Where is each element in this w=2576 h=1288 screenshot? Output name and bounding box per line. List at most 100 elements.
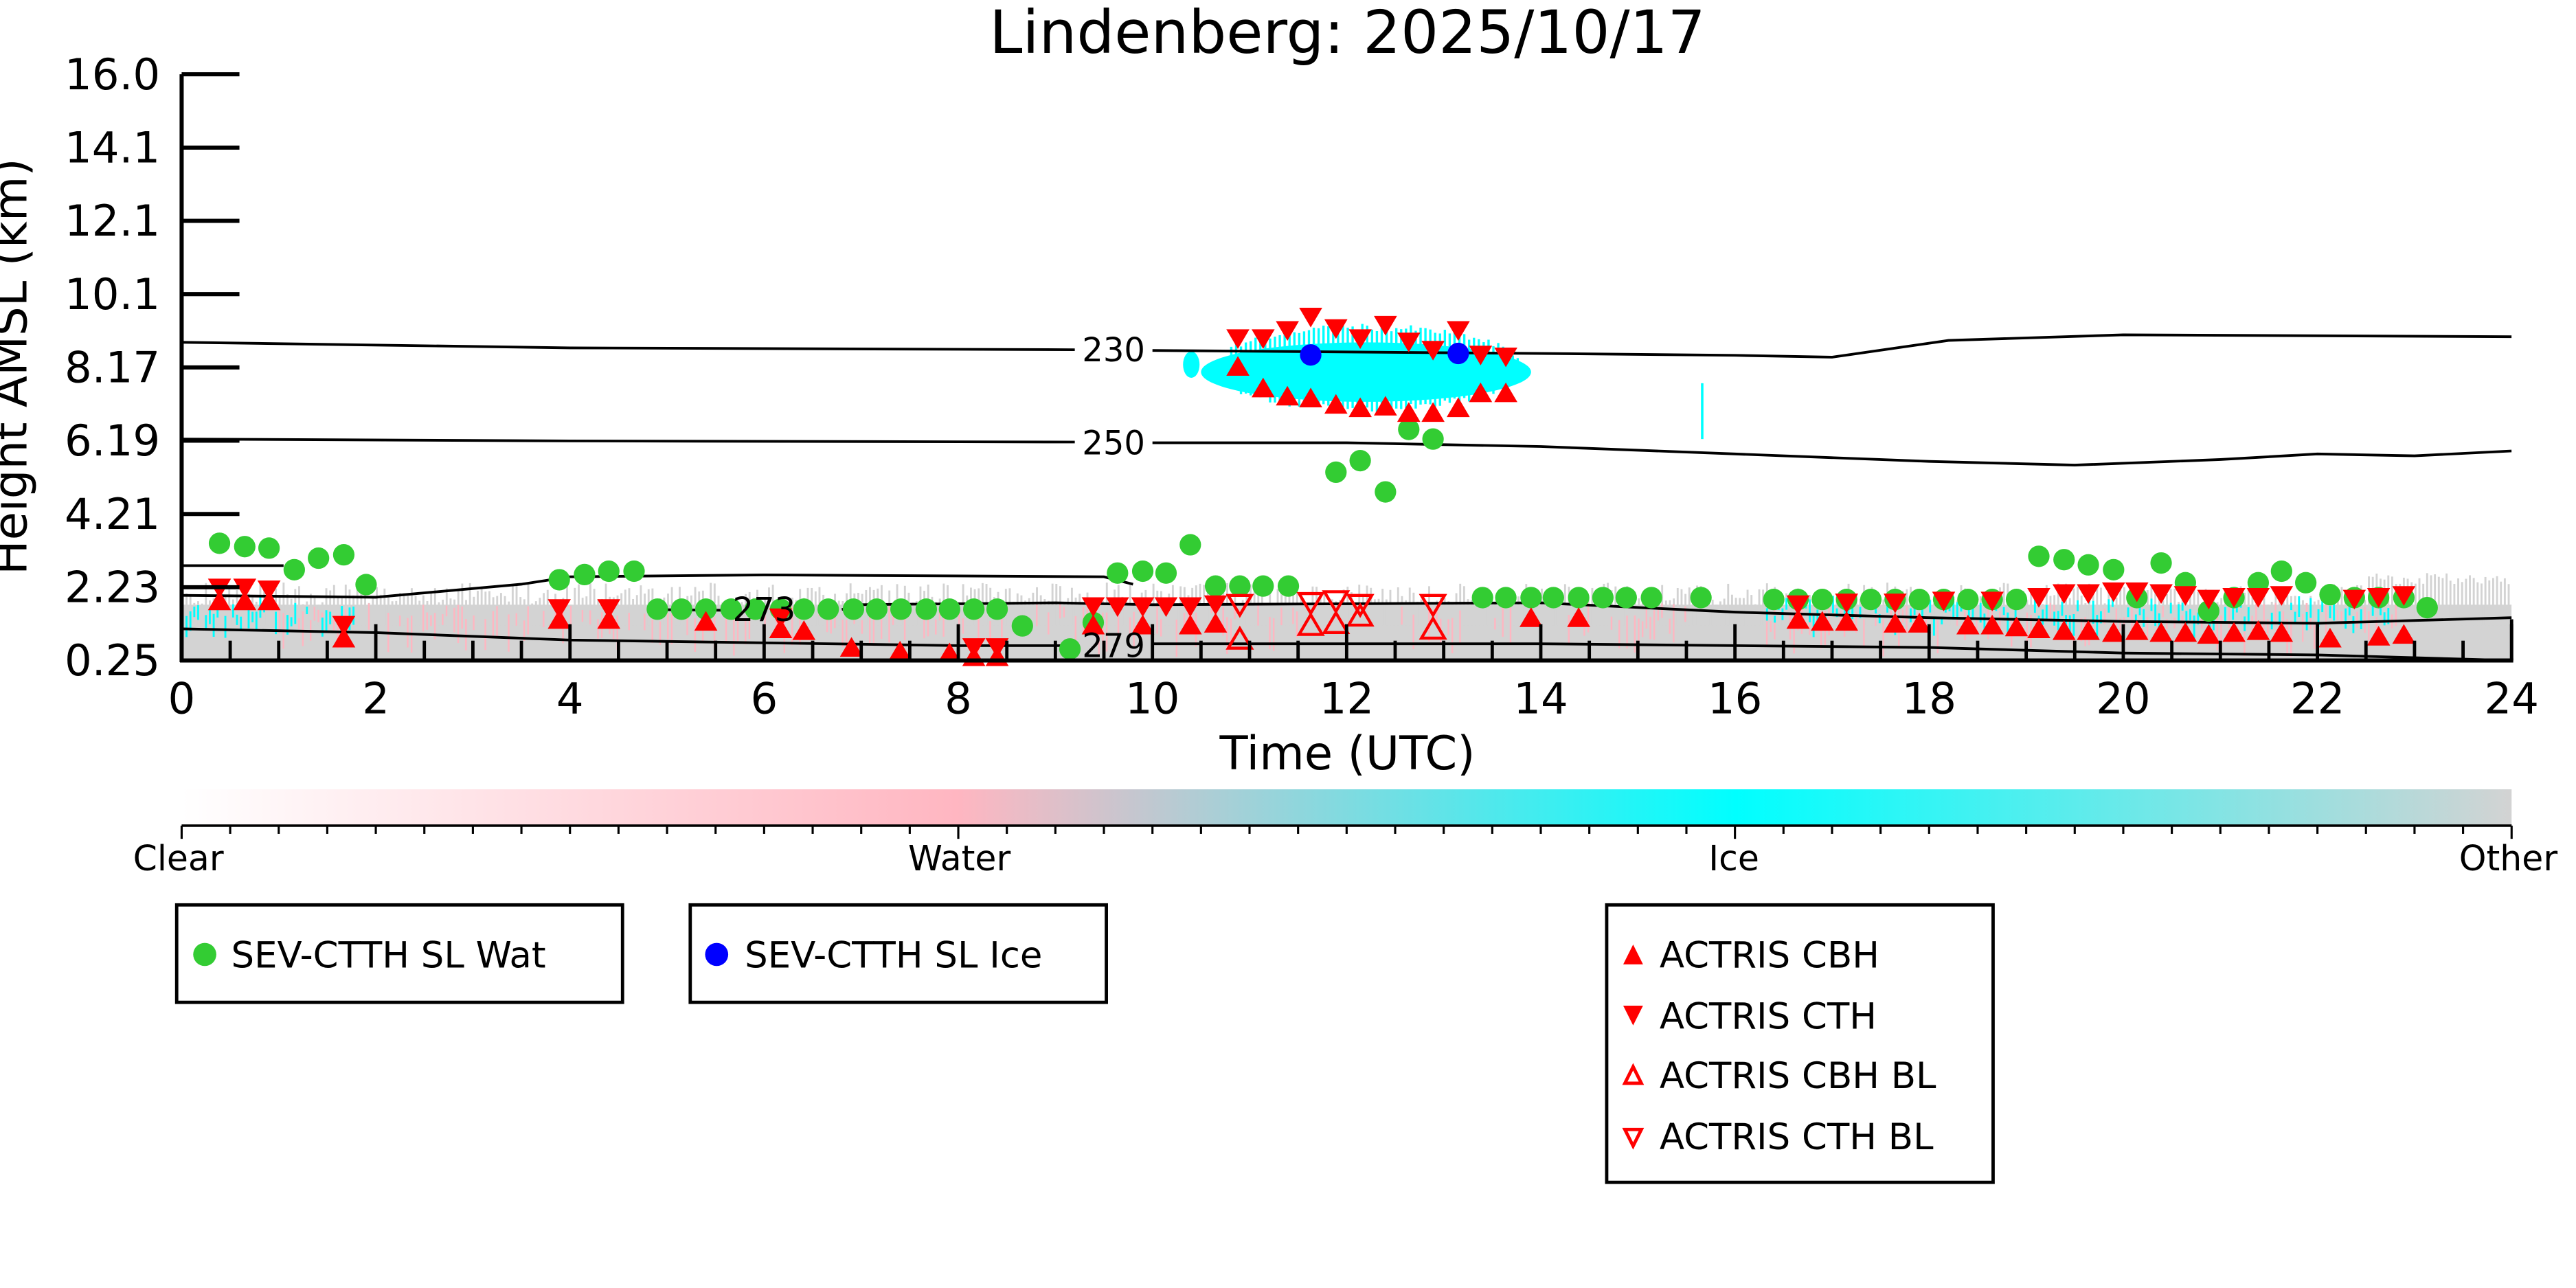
curtain-column-other	[2481, 583, 2483, 626]
curtain-column-ice	[2309, 598, 2312, 618]
x-tick-label: 12	[1320, 673, 1375, 723]
curtain-column-ice	[329, 611, 332, 624]
curtain-column-ice	[2279, 611, 2281, 626]
curtain-column-other	[379, 594, 382, 626]
marker-actris-cbh	[1374, 396, 1397, 416]
curtain-column-other	[635, 595, 638, 626]
curtain-column-ice	[2345, 608, 2347, 629]
marker-actris-cbh	[1397, 402, 1421, 422]
curtain-column-water	[2146, 616, 2149, 640]
marker-actris-cbh	[2270, 622, 2294, 642]
curtain-column-other	[1342, 589, 1345, 626]
curtain-column-other	[480, 589, 483, 626]
curtain-column-water	[670, 613, 673, 644]
marker-actris-cth	[2125, 582, 2149, 602]
curtain-column-ice	[1244, 342, 1247, 394]
curtain-column-other	[1109, 602, 1112, 626]
curtain-column-ice	[1400, 329, 1403, 409]
marker-sev-ctth-sl-wat	[1204, 575, 1227, 597]
colorbar-label-water: Water	[908, 838, 1010, 879]
curtain-column-ice	[2127, 607, 2129, 618]
curtain-column-other	[1455, 593, 1458, 626]
curtain-column-ice	[2197, 612, 2200, 624]
curtain-column-other	[2301, 600, 2304, 626]
marker-actris-cbh	[1835, 611, 1858, 631]
curtain-column-water	[1770, 621, 1772, 632]
legend-label: ACTRIS CBH	[1660, 935, 1879, 977]
curtain-column-other	[387, 596, 389, 626]
curtain-column-water	[628, 613, 630, 631]
curtain-column-other	[418, 600, 421, 626]
curtain-column-other	[1840, 593, 1842, 626]
curtain-column-water	[846, 620, 848, 648]
marker-actris-cbh	[2246, 620, 2270, 640]
curtain-column-ice	[1312, 328, 1315, 405]
marker-actris-cbh	[1348, 397, 1372, 418]
marker-sev-ctth-sl-wat	[208, 532, 231, 554]
marker-actris-cbh	[2149, 622, 2173, 642]
curtain-column-water	[302, 611, 304, 646]
curtain-column-ice	[1302, 331, 1306, 407]
marker-actris-cbh	[1469, 382, 1493, 403]
marker-actris-cbh	[792, 620, 816, 640]
curtain-column-other	[298, 586, 300, 626]
curtain-column-other	[1513, 605, 1516, 626]
curtain-column-other	[1704, 600, 1706, 626]
curtain-column-ice	[2077, 600, 2079, 611]
marker-actris-cth	[332, 615, 356, 636]
marker-actris-cbh	[938, 642, 962, 663]
curtain-column-ice	[1327, 326, 1330, 406]
marker-sev-ctth-sl-wat	[1422, 428, 1444, 450]
curtain-column-ice	[1511, 355, 1514, 384]
curtain-column-other	[2018, 594, 2021, 626]
curtain-column-other	[837, 600, 840, 626]
curtain-column-other	[1339, 600, 1341, 626]
marker-sev-ctth-sl-wat	[1908, 589, 1930, 611]
curtain-column-water	[2395, 603, 2397, 626]
curtain-column-other	[1043, 598, 1046, 626]
curtain-column-other	[2434, 574, 2437, 626]
curtain-column-water	[834, 615, 836, 629]
curtain-column-other	[376, 587, 378, 626]
curtain-column-water	[1401, 607, 1403, 625]
marker-sev-ctth-sl-wat	[1592, 587, 1614, 609]
curtain-column-other	[1866, 594, 1869, 626]
curtain-column-other	[1548, 595, 1551, 626]
curtain-column-other	[1560, 590, 1563, 626]
marker-sev-ctth-sl-wat	[1811, 589, 1833, 611]
curtain-column-ice	[2138, 604, 2141, 615]
curtain-column-ice	[2108, 599, 2110, 613]
marker-sev-ctth-sl-wat	[720, 598, 742, 620]
curtain-column-ice	[2247, 607, 2250, 622]
marker-actris-cbh	[1908, 613, 1931, 633]
curtain-column-other	[383, 588, 386, 626]
curtain-column-water	[651, 619, 653, 643]
curtain-column-ice	[1932, 617, 1935, 636]
marker-actris-cth	[1786, 595, 1810, 615]
curtain-column-ice	[1259, 337, 1262, 398]
marker-sev-ctth-sl-wat	[694, 598, 717, 620]
curtain-column-other	[1490, 593, 1493, 626]
curtain-column-ice	[240, 616, 242, 631]
curtain-column-ice	[2181, 602, 2184, 611]
curtain-column-water	[1855, 611, 1857, 633]
curtain-column-ice	[2224, 607, 2226, 623]
curtain-column-other	[1296, 591, 1298, 626]
curtain-column-water	[581, 609, 584, 622]
curtain-column-other	[477, 591, 479, 626]
marker-actris-cbh	[1131, 614, 1155, 635]
marker-actris-cbh	[2392, 624, 2416, 644]
curtain-column-water	[1906, 605, 1908, 634]
contour-273-label: 273	[733, 591, 796, 629]
curtain-column-other	[1711, 600, 1714, 626]
marker-actris-cbh	[2318, 627, 2342, 648]
curtain-column-ice	[1269, 338, 1272, 403]
curtain-column-other	[430, 593, 433, 626]
curtain-column-other	[1482, 592, 1485, 626]
marker-actris-cbh	[547, 609, 572, 629]
marker-actris-cbh	[2027, 618, 2050, 638]
curtain-column-ice	[1385, 328, 1388, 409]
curtain-column-other	[2457, 578, 2459, 626]
curtain-column-ice	[2111, 599, 2114, 607]
curtain-column-ice	[1878, 614, 1881, 624]
